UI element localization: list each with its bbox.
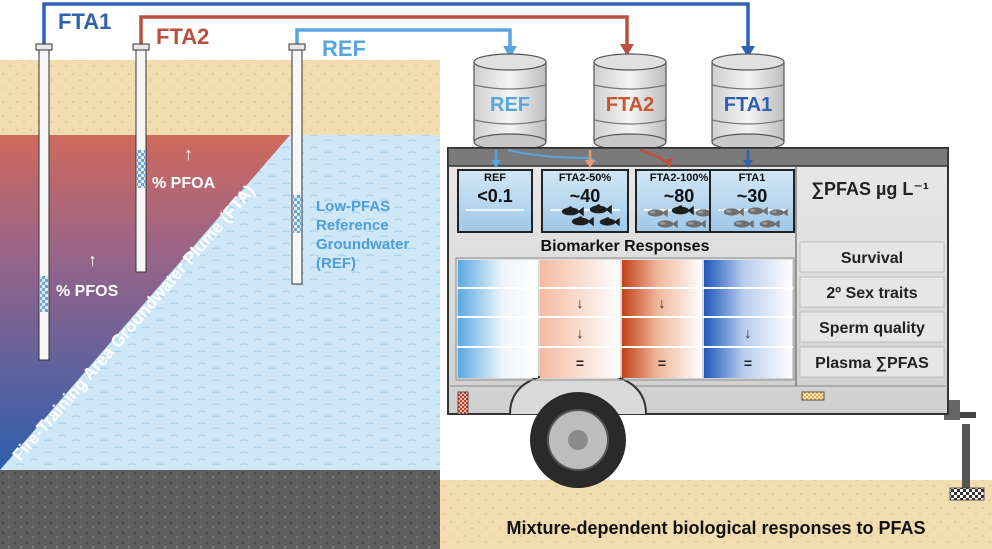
well-label-ref: REF <box>322 36 366 61</box>
trailer-ground <box>440 480 992 549</box>
barrel-fta1: FTA1 <box>711 53 785 151</box>
barrel-label-fta1: FTA1 <box>724 94 773 116</box>
well-fta2 <box>132 43 150 273</box>
trailer-wheel <box>530 392 626 488</box>
sand-layer <box>0 60 440 140</box>
pfos-label: % PFOS <box>56 283 119 300</box>
ref-water-line-3: Groundwater <box>316 236 410 253</box>
endpoint-plasma-pfas: Plasma ∑PFAS <box>815 355 929 372</box>
plume-wedge <box>0 135 290 470</box>
well-ref <box>288 43 306 285</box>
barrel-fta2: FTA2 <box>593 53 667 151</box>
endpoint-list: Survival 2º Sex traits Sperm quality Pla… <box>799 241 945 378</box>
response-column-fta2-50 <box>540 260 620 378</box>
bedrock-layer <box>0 470 440 549</box>
tank-name-fta2-100: FTA2-100% <box>650 172 709 184</box>
response-cell: ↓ <box>577 325 584 341</box>
tail-light <box>457 391 469 415</box>
fta1-arrowhead <box>741 46 755 58</box>
ref-water-line-2: Reference <box>316 217 389 234</box>
concentration-header: ∑PFAS µg L⁻¹ <box>811 179 929 199</box>
tank-fta2-100: FTA2-100% ~80 <box>635 169 723 233</box>
fta1-pipe <box>42 2 750 56</box>
response-column-fta2-100 <box>622 260 702 378</box>
response-column-ref <box>458 260 538 378</box>
response-cell: ↓ <box>577 295 584 311</box>
response-cell: ↓ <box>659 295 666 311</box>
ref-arrowhead <box>503 46 517 58</box>
barrel-label-fta2: FTA2 <box>606 94 655 116</box>
fta2-pipe <box>139 15 629 54</box>
tank-ref: REF <0.1 <box>457 169 533 233</box>
response-cell: = <box>658 355 666 371</box>
pfos-arrow: ↑ <box>88 250 97 270</box>
tank-name-ref: REF <box>484 172 506 184</box>
tank-name-fta1: FTA1 <box>739 172 766 184</box>
biomarker-header: Biomarker Responses <box>541 238 710 255</box>
barrel-ref: REF <box>473 53 547 151</box>
well-fta1 <box>35 43 53 361</box>
tank-value-fta1: ~30 <box>737 186 768 206</box>
well-label-fta1: FTA1 <box>58 9 111 34</box>
tank-value-ref: <0.1 <box>477 186 513 206</box>
tank-name-fta2-50: FTA2-50% <box>559 172 612 184</box>
ref-water-line-1: Low-PFAS <box>316 198 390 215</box>
response-grid: ↓ ↓ ↓ ↓ = = = <box>455 257 795 381</box>
tank-fta2-50: FTA2-50% ~40 <box>541 169 629 233</box>
response-cell: = <box>744 355 752 371</box>
inflow-arrows <box>491 148 753 168</box>
response-cell: ↓ <box>745 325 752 341</box>
pfoa-label: % PFOA <box>152 175 216 192</box>
endpoint-sperm-quality: Sperm quality <box>819 320 925 337</box>
caption: Mixture-dependent biological responses t… <box>506 518 925 538</box>
endpoint-sex-traits: 2º Sex traits <box>826 285 917 302</box>
response-cell: = <box>576 355 584 371</box>
endpoint-survival: Survival <box>841 250 903 267</box>
barrel-label-ref: REF <box>490 94 530 116</box>
ref-water-line-4: (REF) <box>316 255 356 272</box>
tank-fta1: FTA1 ~30 <box>709 169 795 233</box>
pfoa-arrow: ↑ <box>184 144 193 164</box>
response-column-fta1 <box>704 260 792 378</box>
tank-value-fta2-50: ~40 <box>570 186 601 206</box>
tank-value-fta2-100: ~80 <box>664 186 695 206</box>
marker-light <box>801 391 825 401</box>
ref-pipe <box>295 28 512 56</box>
ref-water-label: Low-PFAS Reference Groundwater (REF) <box>316 198 410 272</box>
well-label-fta2: FTA2 <box>156 24 209 49</box>
fta2-arrowhead <box>620 44 634 56</box>
